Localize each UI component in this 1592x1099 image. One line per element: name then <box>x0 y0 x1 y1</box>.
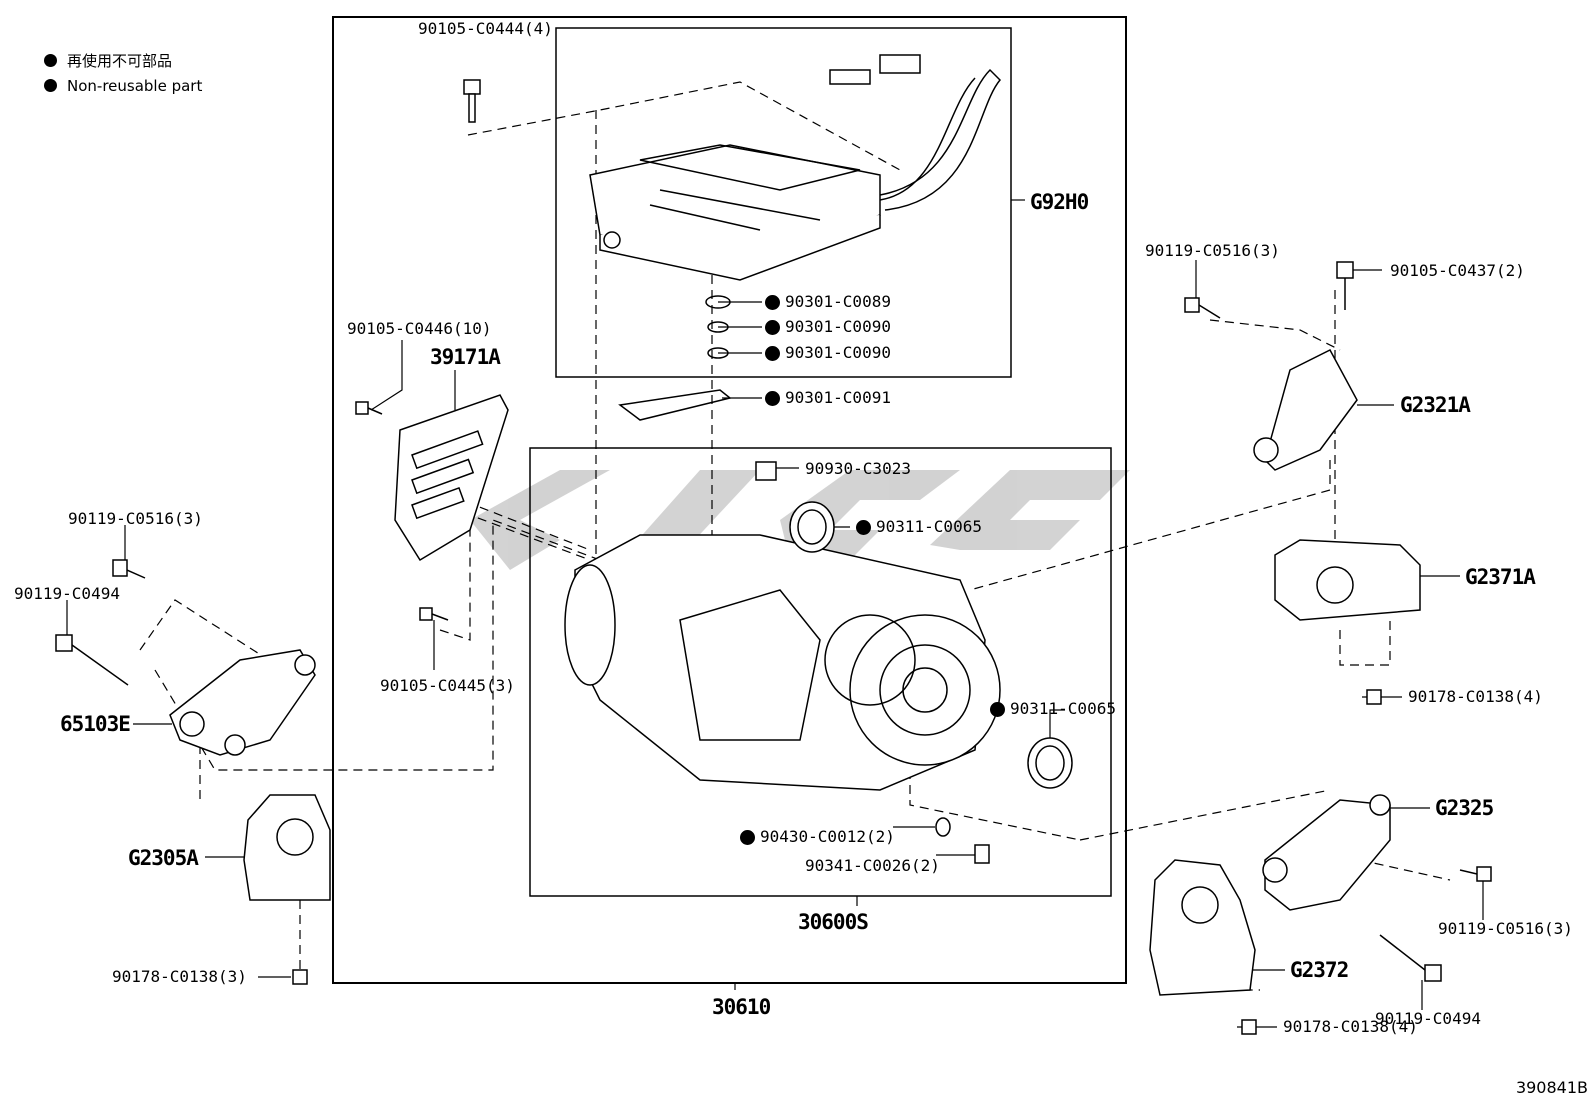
non-reusable-dot-icon <box>765 346 780 361</box>
inverter-assembly <box>589 54 1002 281</box>
callout-90311-C0065: 90311-C0065 <box>876 517 982 536</box>
transaxle-assembly <box>564 461 1073 864</box>
transaxle-box-30600S <box>529 447 1112 897</box>
non-reusable-dot-icon <box>44 54 57 67</box>
o-rings <box>618 295 732 421</box>
callout-90105-C0446: 90105-C0446(10) <box>347 319 492 338</box>
callout-90119-C0516-top: 90119-C0516(3) <box>1145 241 1280 260</box>
callout-90311-C0065-2: 90311-C0065 <box>1010 699 1116 718</box>
callout-90105-C0437: 90105-C0437(2) <box>1390 261 1525 280</box>
callout-30600S: 30600S <box>798 910 869 934</box>
bolts <box>55 79 1492 1035</box>
non-reusable-dot-icon <box>740 830 755 845</box>
callout-39171A: 39171A <box>430 345 501 369</box>
callout-65103E: 65103E <box>60 712 131 736</box>
legend-en: Non-reusable part <box>44 77 202 95</box>
callout-90930-C3023: 90930-C3023 <box>805 459 911 478</box>
callout-90119-C0516-left: 90119-C0516(3) <box>68 509 203 528</box>
cover-plate <box>394 394 509 562</box>
callout-90301-C0091: 90301-C0091 <box>785 388 891 407</box>
figure-number: 390841B <box>1515 1078 1588 1097</box>
callout-90301-C0090: 90301-C0090 <box>785 317 891 336</box>
callout-90178-C0138-right: 90178-C0138(4) <box>1408 687 1543 706</box>
callout-90105-C0445: 90105-C0445(3) <box>380 676 515 695</box>
callout-90178-C0138-bottom: 90178-C0138(4) <box>1283 1017 1418 1036</box>
callout-90430-C0012: 90430-C0012(2) <box>760 827 895 846</box>
leader-lines <box>66 199 1484 1028</box>
callout-90105-C0444: 90105-C0444(4) <box>418 19 553 38</box>
inverter-box-G92H0 <box>555 27 1012 378</box>
callout-90119-C0494-left: 90119-C0494 <box>14 584 120 603</box>
callout-G2372: G2372 <box>1290 958 1349 982</box>
non-reusable-dot-icon <box>44 79 57 92</box>
non-reusable-dot-icon <box>765 320 780 335</box>
legend-ja: 再使用不可部品 <box>44 52 172 70</box>
callout-G2371A: G2371A <box>1465 565 1536 589</box>
non-reusable-dot-icon <box>990 702 1005 717</box>
callout-G92H0: G92H0 <box>1030 190 1089 214</box>
mount-brackets <box>169 349 1421 996</box>
callout-G2305A: G2305A <box>128 846 199 870</box>
dashed-assembly-lines <box>139 81 1451 991</box>
callout-90301-C0090-2: 90301-C0090 <box>785 343 891 362</box>
callout-90178-C0138-left: 90178-C0138(3) <box>112 967 247 986</box>
non-reusable-dot-icon <box>765 295 780 310</box>
non-reusable-dot-icon <box>765 391 780 406</box>
callout-90301-C0089: 90301-C0089 <box>785 292 891 311</box>
non-reusable-dot-icon <box>856 520 871 535</box>
callout-30610: 30610 <box>712 995 771 1019</box>
legend-label-en: Non-reusable part <box>67 77 203 95</box>
callout-G2325: G2325 <box>1435 796 1494 820</box>
assembly-box-30610 <box>332 16 1127 984</box>
legend-label-ja: 再使用不可部品 <box>67 52 173 70</box>
callout-90119-C0494-right: 90119-C0494 <box>1375 1009 1481 1028</box>
callout-G2321A: G2321A <box>1400 393 1471 417</box>
callout-90119-C0516-right: 90119-C0516(3) <box>1438 919 1573 938</box>
callout-90341-C0026: 90341-C0026(2) <box>805 856 940 875</box>
